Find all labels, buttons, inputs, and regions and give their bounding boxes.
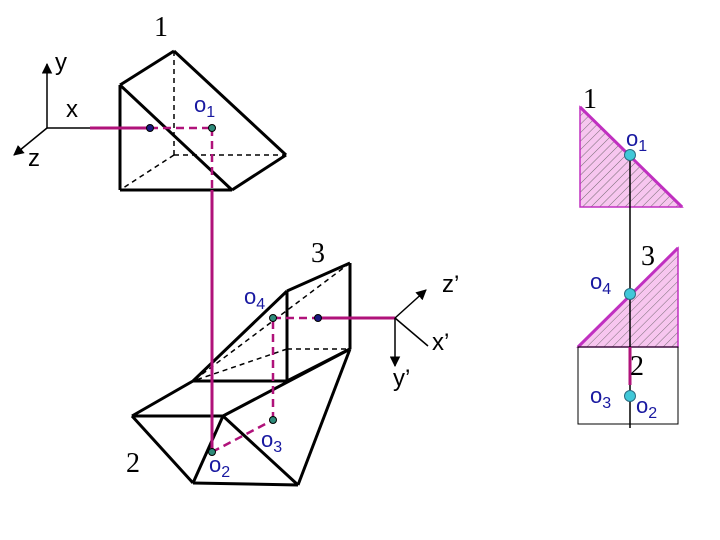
axes-prime (389, 289, 429, 368)
axis-z-label: z (28, 145, 40, 172)
label-o2: o2 (209, 452, 230, 481)
point-o1 (208, 124, 216, 132)
axis-z-line (13, 127, 48, 156)
prism-2-edge (222, 347, 351, 418)
side-point-o1 (624, 149, 636, 161)
axis-y-prime-label: y’ (393, 365, 410, 392)
prism-2-edge (192, 481, 299, 487)
side-prism-3-label: 3 (641, 241, 655, 272)
axis-x-prime-label: x’ (432, 329, 449, 356)
label-o4: o4 (244, 284, 265, 313)
prism-1-label: 1 (154, 12, 168, 43)
exit-point (314, 314, 322, 322)
side-label-o1: o1 (626, 126, 647, 155)
side-label-o2: o2 (636, 393, 657, 422)
label-o3: o3 (261, 427, 282, 456)
prism-1 (118, 49, 288, 192)
side-label-o3: o3 (590, 383, 611, 412)
beam-path (90, 126, 395, 452)
prism-2-label: 2 (126, 448, 140, 479)
label-o1: o1 (194, 92, 215, 121)
side-point-o2 (624, 390, 636, 402)
side-label-o4: o4 (590, 269, 611, 298)
side-prism-2 (577, 346, 679, 425)
prism-3-hidden-edge (192, 348, 288, 382)
point-o3 (269, 416, 277, 424)
entry-point (146, 124, 154, 132)
axis-x-prime-line (394, 317, 429, 347)
side-point-o4 (624, 288, 636, 300)
prism-2-edge (191, 415, 225, 484)
prism-3-hidden (192, 262, 351, 382)
side-view (576, 105, 684, 428)
prism-3-edge (286, 261, 351, 293)
axis-x-label: x (66, 96, 78, 123)
point-o2 (208, 448, 216, 456)
prism-1-edge (119, 49, 175, 87)
prism-1-hidden (119, 51, 286, 191)
prism-1-edge (118, 83, 234, 192)
side-prism-1-label: 1 (583, 84, 597, 115)
prism-2-edge (131, 379, 194, 418)
prism-2 (130, 347, 352, 487)
axis-y-label: y (55, 49, 67, 76)
beam-hidden-segment (211, 418, 274, 454)
prism-1-hidden-edge (119, 154, 175, 191)
axis-z-prime-line (394, 289, 427, 319)
prism-2-edge (221, 414, 300, 487)
prism-3-label: 3 (311, 238, 325, 269)
prism-3-edge (191, 289, 289, 383)
point-o4 (269, 314, 277, 322)
axes-xyz (13, 62, 90, 156)
prism-3-hidden-edge (192, 262, 351, 382)
prism-1-edge (231, 153, 287, 192)
prism-2-edge (130, 414, 195, 485)
beam-path-hidden (150, 126, 318, 454)
axis-z-prime-label: z’ (442, 271, 459, 298)
prism-1-edge (172, 49, 288, 157)
side-prism-2-label: 2 (630, 351, 644, 382)
prism-2-edge (296, 348, 352, 486)
